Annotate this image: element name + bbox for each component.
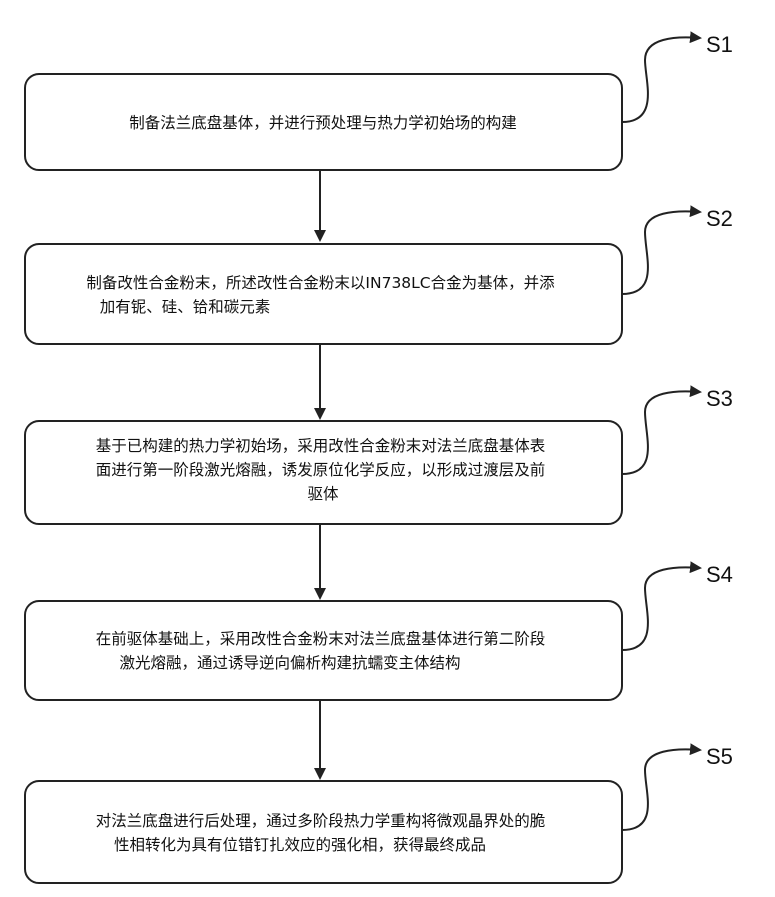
- step-text-line: 制备法兰底盘基体，并进行预处理与热力学初始场的构建: [129, 113, 517, 132]
- step-s4: 在前驱体基础上，采用改性合金粉末对法兰底盘基体进行第二阶段 激光熔融，通过诱导逆…: [25, 562, 733, 700]
- step-box: [25, 244, 622, 344]
- connector-s3: [622, 391, 700, 474]
- step-text-line: 激光熔融，通过诱导逆向偏析构建抗蠕变主体结构: [119, 654, 460, 672]
- step-box: [25, 601, 622, 700]
- step-label-s5: S5: [706, 744, 733, 769]
- step-text-line: 面进行第一阶段激光熔融，诱发原位化学反应，以形成过渡层及前: [96, 460, 546, 479]
- step-text-line: 基于已构建的热力学初始场，采用改性合金粉末对法兰底盘基体表: [96, 436, 546, 455]
- connector-s4: [622, 567, 700, 650]
- step-text-line: 制备改性合金粉末，所述改性合金粉末以IN738LC合金为基体，并添: [86, 274, 555, 292]
- step-label-s1: S1: [706, 32, 733, 57]
- connector-s1: [622, 37, 700, 122]
- connector-s2: [622, 211, 700, 294]
- step-s5: 对法兰底盘进行后处理，通过多阶段热力学重构将微观晶界处的脆 性相转化为具有位错钉…: [25, 744, 733, 883]
- step-label-s3: S3: [706, 386, 733, 411]
- step-label-s4: S4: [706, 562, 733, 587]
- step-text-line: 性相转化为具有位错钉扎效应的强化相，获得最终成品: [114, 835, 486, 854]
- step-text-line: 在前驱体基础上，采用改性合金粉末对法兰底盘基体进行第二阶段: [96, 629, 546, 648]
- step-s3: 基于已构建的热力学初始场，采用改性合金粉末对法兰底盘基体表 面进行第一阶段激光熔…: [25, 386, 733, 524]
- step-text: 制备法兰底盘基体，并进行预处理与热力学初始场的构建: [129, 113, 517, 132]
- step-s2: 制备改性合金粉末，所述改性合金粉末以IN738LC合金为基体，并添 加有铌、硅、…: [25, 206, 733, 344]
- step-s1: 制备法兰底盘基体，并进行预处理与热力学初始场的构建 S1: [25, 32, 733, 170]
- step-text-line: 加有铌、硅、铪和碳元素: [100, 298, 271, 316]
- connector-s5: [622, 749, 700, 830]
- step-text-line: 驱体: [307, 485, 339, 503]
- step-label-s2: S2: [706, 206, 733, 231]
- step-box: [25, 781, 622, 883]
- step-text-line: 对法兰底盘进行后处理，通过多阶段热力学重构将微观晶界处的脆: [96, 811, 546, 830]
